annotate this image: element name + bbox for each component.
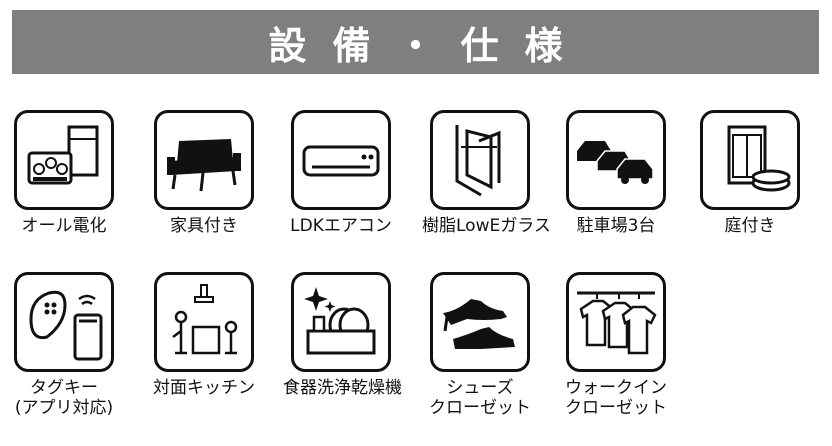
- feature-label-line1: シューズ: [446, 378, 514, 398]
- feature-kitchen: 対面キッチン: [146, 272, 262, 398]
- feature-all-electric: オール電化: [6, 110, 122, 236]
- garden-icon: [700, 110, 800, 210]
- feature-label: 対面キッチン: [153, 378, 255, 398]
- feature-label: 樹脂LowEガラス: [422, 216, 551, 236]
- feature-walk-in-closet: ウォークイン クローゼット: [558, 272, 674, 418]
- tag-key-icon: [14, 272, 114, 372]
- feature-label-line2: クローゼット: [565, 398, 667, 418]
- feature-label-line2: クローゼット: [429, 398, 531, 418]
- air-conditioner-icon: [291, 110, 391, 210]
- feature-label: シューズ クローゼット: [422, 378, 538, 418]
- feature-label-line1: ウォークイン: [565, 378, 667, 398]
- feature-dishwasher: 食器洗浄乾燥機: [283, 272, 402, 398]
- feature-label: 駐車場3台: [576, 216, 656, 236]
- feature-label: 家具付き: [170, 216, 238, 236]
- kitchen-icon: [154, 272, 254, 372]
- feature-label: 庭付き: [724, 216, 776, 236]
- feature-ldk-aircon: LDKエアコン: [283, 110, 399, 236]
- feature-label: オール電化: [21, 216, 107, 236]
- feature-label-line1: タグキー: [30, 378, 98, 398]
- all-electric-icon: [14, 110, 114, 210]
- feature-furniture: 家具付き: [146, 110, 262, 236]
- section-title: 設備・仕様: [268, 23, 589, 68]
- feature-label: LDKエアコン: [290, 216, 392, 236]
- section-header: 設備・仕様: [12, 10, 819, 74]
- feature-tag-key: タグキー (アプリ対応): [6, 272, 122, 418]
- dishwasher-icon: [291, 272, 391, 372]
- clothes-icon: [566, 272, 666, 372]
- window-glass-icon: [430, 110, 530, 210]
- feature-label: 食器洗浄乾燥機: [283, 378, 402, 398]
- cars-icon: [566, 110, 666, 210]
- feature-label: タグキー (アプリ対応): [6, 378, 122, 418]
- feature-shoes-closet: シューズ クローゼット: [422, 272, 538, 418]
- feature-parking: 駐車場3台: [558, 110, 674, 236]
- feature-garden: 庭付き: [692, 110, 808, 236]
- sofa-icon: [154, 110, 254, 210]
- feature-label: ウォークイン クローゼット: [558, 378, 674, 418]
- feature-lowe-glass: 樹脂LowEガラス: [422, 110, 551, 236]
- feature-label-line2: (アプリ対応): [14, 398, 114, 418]
- shoes-icon: [430, 272, 530, 372]
